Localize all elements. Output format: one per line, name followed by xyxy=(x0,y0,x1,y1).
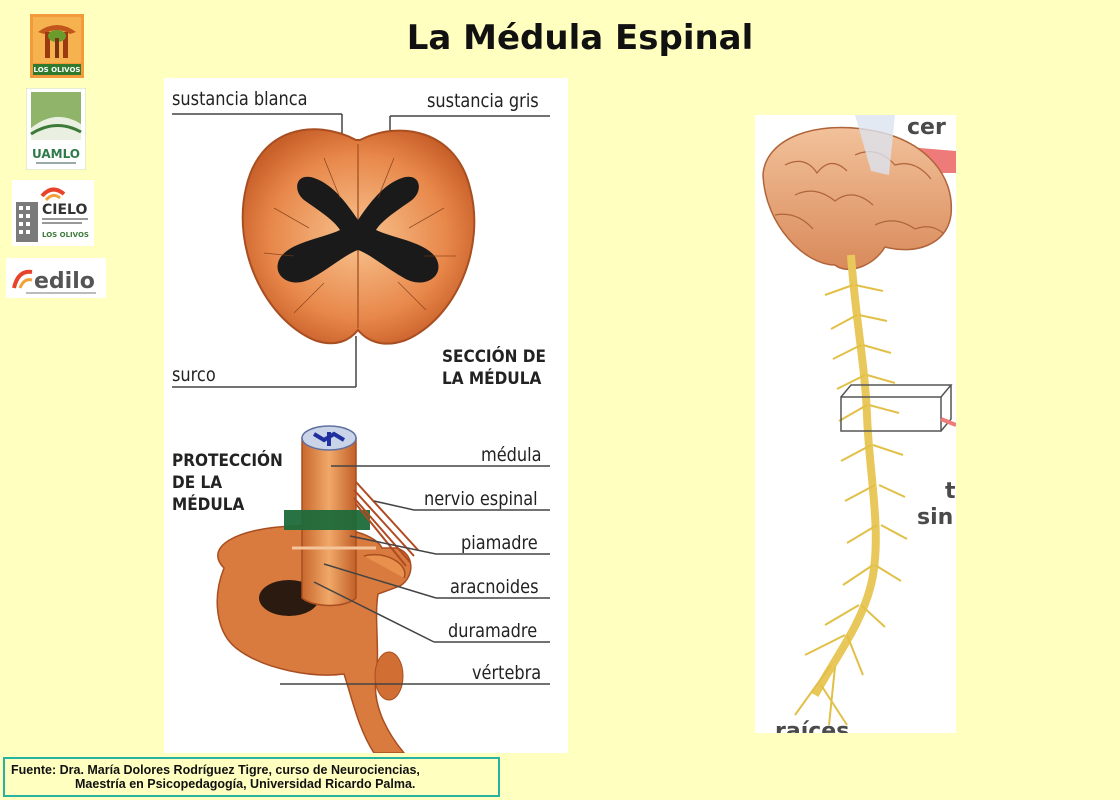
label-system-partial-2: sin xyxy=(917,505,954,530)
label-spinal-nerve: nervio espinal xyxy=(424,488,538,510)
page-title: La Médula Espinal xyxy=(406,18,754,58)
label-dura-mater: duramadre xyxy=(448,620,538,642)
edilo-text: edilo xyxy=(34,269,95,294)
uamlo-text: UAMLO xyxy=(32,147,80,161)
label-pia-mater: piamadre xyxy=(461,532,538,554)
spinal-cord-diagram-panel: sustancia blanca sustancia gris surco SE… xyxy=(164,78,568,753)
label-arachnoid: aracnoides xyxy=(450,576,539,598)
protection-heading: PROTECCIÓN DE LA MÉDULA xyxy=(172,451,283,515)
label-system-partial-1: t xyxy=(945,479,956,504)
section-heading: SECCIÓN DE LA MÉDULA xyxy=(442,347,546,389)
label-groove: surco xyxy=(172,364,216,386)
cielo-logo: CIELO LOS OLIVOS xyxy=(12,180,94,246)
label-roots-partial: raíces xyxy=(775,719,850,733)
label-brain-partial: cer xyxy=(907,115,946,140)
los-olivos-logo: LOS OLIVOS xyxy=(30,14,84,78)
cielo-text: CIELO xyxy=(42,202,87,218)
edilo-logo: edilo xyxy=(6,258,106,298)
brain-spinal-illustration xyxy=(762,115,956,726)
label-gray-matter: sustancia gris xyxy=(427,90,539,112)
label-vertebra: vértebra xyxy=(472,662,542,684)
nervous-system-panel: cer t sin raíces xyxy=(755,115,956,733)
source-line-1: Fuente: Dra. María Dolores Rodríguez Tig… xyxy=(11,763,420,777)
label-cord: médula xyxy=(481,444,542,466)
los-olivos-text: LOS OLIVOS xyxy=(34,66,81,74)
spinal-cord-illustration xyxy=(172,113,550,753)
label-white-matter: sustancia blanca xyxy=(172,88,308,110)
source-line-2: Maestría en Psicopedagogía, Universidad … xyxy=(75,777,416,791)
uamlo-logo: UAMLO xyxy=(25,87,87,171)
cielo-subtext: LOS OLIVOS xyxy=(42,231,89,239)
source-citation-box: Fuente: Dra. María Dolores Rodríguez Tig… xyxy=(3,757,500,797)
